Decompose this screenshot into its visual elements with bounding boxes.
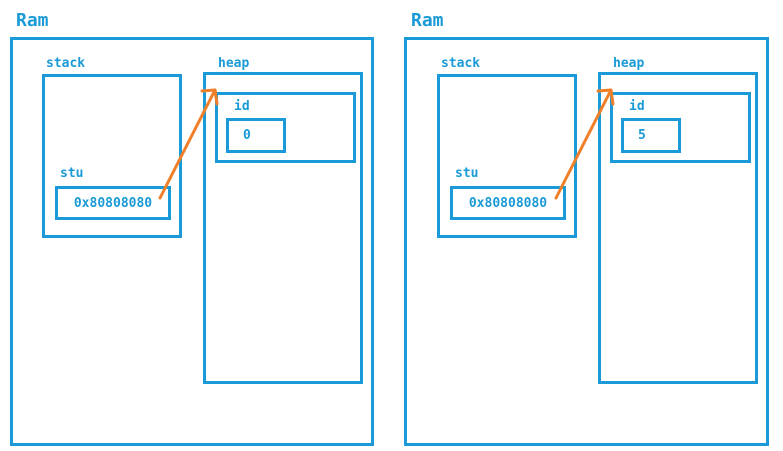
ram-box [404, 37, 769, 446]
heap-label: heap [218, 56, 250, 71]
heap-label: heap [613, 56, 645, 71]
stack-label: stack [441, 56, 481, 71]
stack-label: stack [46, 56, 86, 71]
stu-label: stu [455, 166, 479, 181]
ram-box [10, 37, 374, 446]
heap-box [598, 72, 758, 384]
stu-address-cell: 0x80808080 [55, 186, 171, 220]
heap-object-box [215, 92, 356, 163]
heap-box [203, 72, 363, 384]
id-value-cell: 5 [621, 118, 681, 153]
id-label: id [234, 99, 250, 114]
ram-label: Ram [411, 10, 444, 31]
stu-label: stu [60, 166, 84, 181]
stu-address-cell: 0x80808080 [450, 186, 566, 220]
ram-label: Ram [16, 10, 49, 31]
id-label: id [629, 99, 645, 114]
id-value-cell: 0 [226, 118, 286, 153]
